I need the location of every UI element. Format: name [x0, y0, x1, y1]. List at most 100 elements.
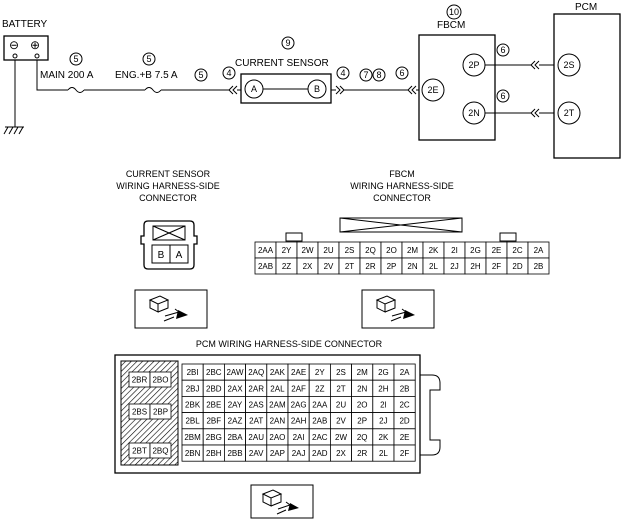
connector-pin-label: 2AU	[248, 433, 264, 442]
fbcm-pin-2n: 2N	[468, 108, 480, 118]
connector-pin-cell	[149, 442, 172, 459]
callout-5: 5	[198, 70, 203, 80]
connector-pin-label: 2BB	[227, 449, 242, 458]
connector-pin-label: 2AD	[312, 449, 328, 458]
current-sensor-pin-b: B	[314, 84, 320, 94]
battery	[3, 35, 49, 61]
connector-pin-label: 2U	[323, 246, 333, 255]
connector-pin-label: 2AA	[258, 246, 274, 255]
connector-pin-label: 2T	[336, 384, 345, 393]
connector-chevron-icon	[530, 60, 540, 70]
connector-view-icon	[134, 289, 208, 329]
connector-pin-label: 2G	[378, 368, 389, 377]
pcm-label: PCM	[575, 2, 597, 13]
connector-pin-label: 2G	[470, 246, 481, 255]
connector-pin-label: 2N	[407, 262, 417, 271]
connector-pin-label: 2AR	[248, 384, 264, 393]
connector-pin-label: 2R	[357, 449, 367, 458]
connector-pin-cell	[149, 403, 172, 420]
connector-pin-label: 2S	[345, 246, 355, 255]
connector-pin-label: 2E	[400, 433, 410, 442]
connector-pin-label: 2BT	[132, 447, 147, 456]
connector-pin-label: 2L	[429, 262, 438, 271]
connector-pin-label: 2BE	[206, 401, 221, 410]
connector-pin-label: 2BM	[184, 433, 201, 442]
connector-pin-label: 2AO	[269, 433, 285, 442]
connector-pin-label: 2C	[512, 246, 522, 255]
fbcm-connector-heading-3: CONNECTOR	[373, 193, 431, 203]
connector-pin-label: 2K	[429, 246, 439, 255]
pcm-pin-2t: 2T	[564, 108, 575, 118]
connector-pin-label: 2P	[387, 262, 397, 271]
connector-pin-label: 2AT	[249, 417, 263, 426]
connector-pin-label: 2R	[365, 262, 375, 271]
fbcm-label: FBCM	[437, 20, 465, 31]
connector-pin-label: 2BG	[206, 433, 222, 442]
connector-pin-label: 2H	[378, 384, 388, 393]
eng-fuse-symbol	[144, 87, 162, 93]
connector-pin-label: 2L	[379, 449, 388, 458]
connector-pin-label: 2AW	[226, 368, 243, 377]
pcm-connector-heading: PCM WIRING HARNESS-SIDE CONNECTOR	[196, 339, 383, 349]
connector-pin-label: 2O	[357, 401, 368, 410]
connector-pin-label: 2I	[451, 246, 458, 255]
connector-pin-label: 2AV	[249, 449, 264, 458]
connector-pin-label: 2M	[407, 246, 418, 255]
connector-pin-label: 2BP	[153, 408, 168, 417]
connector-pin-label: 2J	[450, 262, 458, 271]
connector-pin-label: 2AE	[291, 368, 306, 377]
connector-pin-label: 2A	[400, 368, 410, 377]
connector-pin-label: 2BC	[206, 368, 222, 377]
connector-pin-label: 2Z	[282, 262, 291, 271]
connector-pin-label: 2AN	[270, 417, 286, 426]
connector-pin-label: 2P	[357, 417, 367, 426]
connector-pin-label: 2BI	[187, 368, 199, 377]
connector-pin-label: 2AP	[270, 449, 285, 458]
connector-pin-label: 2AJ	[292, 449, 306, 458]
cs-connector-heading-1: CURRENT SENSOR	[126, 169, 211, 179]
fbcm-connector-shell	[285, 217, 517, 242]
pcm-pin-2s: 2S	[563, 60, 574, 70]
connector-pin-label: 2AQ	[248, 368, 264, 377]
pcm	[553, 13, 621, 159]
connector-pin-label: 2AY	[228, 401, 243, 410]
fbcm-connector-heading-1: FBCM	[389, 169, 415, 179]
connector-pin-cell	[149, 371, 172, 388]
connector-pin-label: 2B	[400, 384, 410, 393]
connector-pin-label: 2F	[400, 449, 409, 458]
battery-minus-post	[12, 53, 18, 59]
connector-pin-label: 2AB	[258, 262, 273, 271]
callout-4: 4	[226, 68, 231, 78]
battery-minus-terminal: ⊖	[9, 38, 19, 52]
current-sensor-number: 9	[285, 38, 290, 48]
connector-pin-label: 2I	[380, 401, 387, 410]
battery-plus-terminal: ⊕	[30, 38, 40, 52]
connector-pin-label: 2AX	[227, 384, 243, 393]
connector-pin-label: 2AF	[291, 384, 306, 393]
connector-pin-label: 2BR	[132, 376, 148, 385]
connector-pin-label: 2E	[492, 246, 502, 255]
battery-positive-wire	[36, 60, 68, 91]
connector-chevron-icon	[335, 85, 345, 95]
connector-pin-label: 2Y	[315, 368, 325, 377]
connector-pin-label: 2BO	[152, 376, 168, 385]
connector-pin-label: 2Y	[282, 246, 292, 255]
connector-pin-label: 2BJ	[186, 384, 200, 393]
connector-view-icon	[361, 289, 435, 329]
connector-pin-label: 2K	[379, 433, 389, 442]
fbcm	[418, 34, 496, 141]
connector-pin-label: 2D	[512, 262, 522, 271]
connector-pin-label: 2AM	[269, 401, 286, 410]
connector-chevron-icon	[228, 85, 238, 95]
connector-pin-label: 2BH	[206, 449, 222, 458]
battery-plus-post	[34, 53, 40, 59]
connector-pin-label: 2AH	[291, 417, 307, 426]
connector-pin-label: 2BN	[185, 449, 201, 458]
fbcm-number: 10	[449, 7, 459, 17]
main-fuse-symbol	[67, 87, 85, 93]
connector-pin-cell	[393, 444, 416, 462]
connector-pin-label: 2BA	[227, 433, 243, 442]
connector-pin-label: 2AZ	[228, 417, 243, 426]
battery-label: BATTERY	[2, 19, 48, 30]
